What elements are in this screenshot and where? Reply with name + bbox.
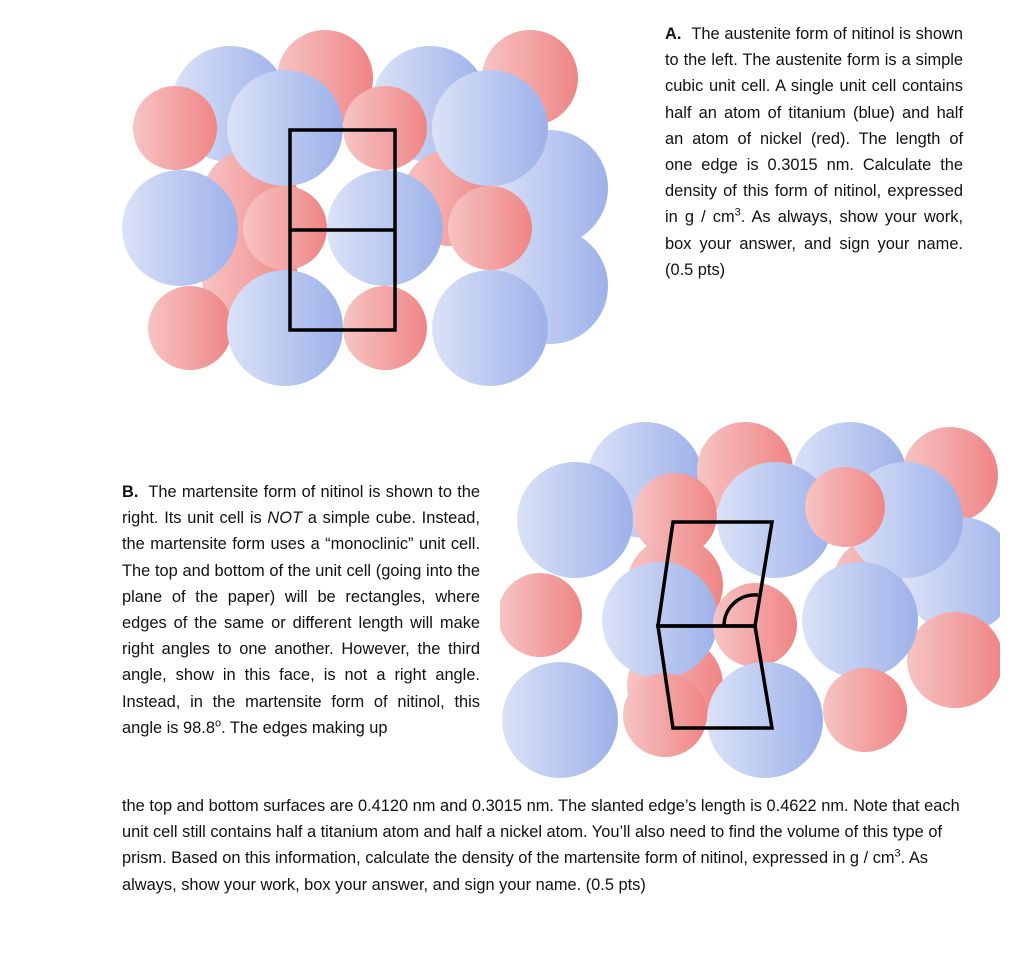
- part-a-question: A.The austenite form of nitinol is shown…: [665, 21, 963, 283]
- unit-cell-outline: [288, 128, 397, 332]
- part-b-exponent: 3: [894, 847, 901, 860]
- part-a-label: A.: [665, 25, 682, 43]
- part-b-text: The martensite form of nitinol is shown …: [122, 483, 480, 528]
- part-b-text-2: a simple cube. Instead, the martensite f…: [122, 509, 480, 737]
- part-a-exponent: 3: [734, 206, 741, 219]
- part-b-label: B.: [122, 483, 139, 501]
- part-b-question-continued: the top and bottom surfaces are 0.4120 n…: [122, 793, 967, 898]
- front-layer-atoms: [122, 70, 548, 386]
- part-a-text-end: . As always, show your work, box your an…: [665, 208, 964, 279]
- part-b-not-word: NOT: [267, 509, 303, 528]
- part-b-text-3: . The edges making up: [221, 718, 388, 737]
- part-a-text: The austenite form of nitinol is shown t…: [665, 25, 963, 227]
- unit-cell-outline: [655, 520, 775, 730]
- part-b-text-4: the top and bottom surfaces are 0.4120 n…: [122, 797, 960, 868]
- austenite-cubic-lattice-figure: [122, 30, 608, 386]
- part-b-question: B.The martensite form of nitinol is show…: [122, 479, 480, 741]
- part-b-degree: o: [214, 717, 222, 730]
- front-layer-atoms: [500, 462, 963, 778]
- martensite-monoclinic-lattice-figure: [500, 422, 1000, 778]
- part-b-text-5: . As always, show your work, box your an…: [122, 849, 929, 894]
